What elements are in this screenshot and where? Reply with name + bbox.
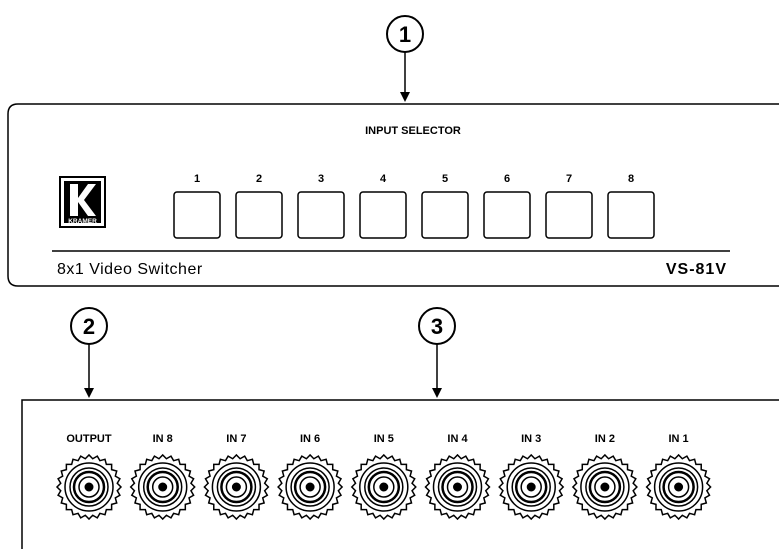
- selector-button-label: 7: [566, 173, 572, 185]
- connector-pin: [600, 482, 610, 492]
- selector-button-label: 4: [380, 173, 387, 185]
- selector-button-6[interactable]: 6: [483, 173, 531, 239]
- callout-3-number: 3: [431, 314, 443, 339]
- connector-pin: [305, 482, 315, 492]
- connector-label: IN 4: [447, 433, 468, 445]
- connector-label: OUTPUT: [66, 433, 112, 445]
- selector-button-body[interactable]: [173, 191, 221, 239]
- callout-1: 1: [386, 15, 424, 102]
- model-name: 8x1 Video Switcher: [57, 261, 203, 278]
- selector-button-body[interactable]: [607, 191, 655, 239]
- selector-button-label: 3: [318, 173, 324, 185]
- callout-2-number: 2: [83, 314, 95, 339]
- selector-button-label: 2: [256, 173, 262, 185]
- connector-pin: [674, 482, 684, 492]
- bnc-connector-in-7[interactable]: IN 7: [203, 433, 270, 521]
- front-panel: INPUT SELECTOR KRAMER 1 2 3 4 5 6 7 8 8x1 Video…: [7, 103, 779, 287]
- selector-button-body[interactable]: [483, 191, 531, 239]
- selector-button-label: 5: [442, 173, 448, 185]
- selector-button-label: 6: [504, 173, 510, 185]
- connector-label: IN 7: [226, 433, 246, 445]
- connector-pin: [231, 482, 241, 492]
- selector-button-4[interactable]: 4: [359, 173, 407, 239]
- rear-panel: OUTPUT IN 8 IN 7 IN 6 IN 5 IN 4 IN 3 IN 2 IN 1: [21, 399, 779, 549]
- selector-button-body[interactable]: [235, 191, 283, 239]
- selector-button-7[interactable]: 7: [545, 173, 593, 239]
- connector-label: IN 1: [669, 433, 689, 445]
- selector-button-2[interactable]: 2: [235, 173, 283, 239]
- connector-label: IN 3: [521, 433, 541, 445]
- kramer-logo: KRAMER: [59, 176, 106, 228]
- bnc-connector-in-3[interactable]: IN 3: [498, 433, 565, 521]
- connector-pin: [158, 482, 168, 492]
- selector-button-body[interactable]: [421, 191, 469, 239]
- connector-label: IN 6: [300, 433, 320, 445]
- connector-pin: [84, 482, 94, 492]
- selector-button-1[interactable]: 1: [173, 173, 221, 239]
- bnc-connector-in-1[interactable]: IN 1: [645, 433, 712, 521]
- callout-3: 3: [418, 307, 456, 398]
- bnc-connector-output[interactable]: OUTPUT: [55, 433, 123, 521]
- selector-button-label: 1: [194, 173, 200, 185]
- input-selector-label: INPUT SELECTOR: [365, 125, 461, 137]
- selector-button-3[interactable]: 3: [297, 173, 345, 239]
- bnc-connector-in-6[interactable]: IN 6: [277, 433, 344, 521]
- selector-button-body[interactable]: [359, 191, 407, 239]
- selector-button-label: 8: [628, 173, 634, 185]
- selector-button-8[interactable]: 8: [607, 173, 655, 239]
- connector-pin: [453, 482, 462, 492]
- selector-button-body[interactable]: [545, 191, 593, 239]
- bnc-connector-in-8[interactable]: IN 8: [129, 433, 196, 521]
- bnc-connector-in-4[interactable]: IN 4: [424, 433, 491, 521]
- callout-1-number: 1: [399, 22, 411, 47]
- connector-pin: [379, 482, 389, 492]
- connector-label: IN 2: [595, 433, 615, 445]
- selector-button-body[interactable]: [297, 191, 345, 239]
- logo-text: KRAMER: [68, 218, 97, 225]
- selector-button-5[interactable]: 5: [421, 173, 469, 239]
- bnc-connectors: OUTPUT IN 8 IN 7 IN 6 IN 5 IN 4 IN 3 IN 2 IN 1: [55, 433, 712, 521]
- connector-label: IN 8: [153, 433, 173, 445]
- selector-buttons: 1 2 3 4 5 6 7 8: [173, 173, 655, 239]
- model-code: VS-81V: [666, 261, 727, 278]
- bnc-connector-in-5[interactable]: IN 5: [350, 433, 417, 521]
- bnc-connector-in-2[interactable]: IN 2: [571, 433, 638, 521]
- connector-label: IN 5: [374, 433, 394, 445]
- callout-2: 2: [70, 307, 108, 398]
- connector-pin: [526, 482, 536, 492]
